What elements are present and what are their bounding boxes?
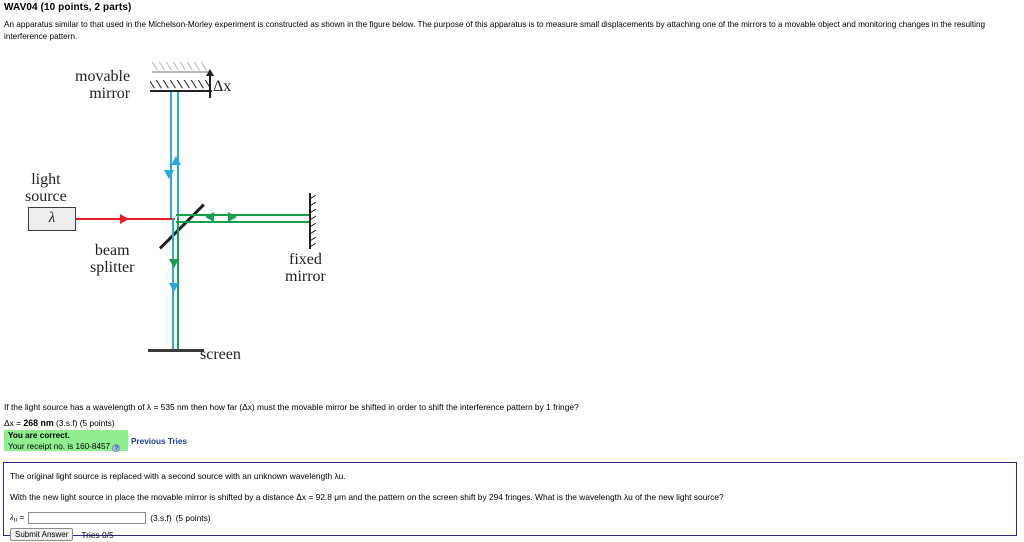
movable-arm-beam-left xyxy=(170,92,172,218)
part1-answer-line: Δx = 268 nm (3.s.f) (5 points) xyxy=(4,418,115,428)
fixed-arm-beam-top xyxy=(176,214,310,216)
displacement-arrow-icon xyxy=(206,69,214,98)
source-beam-arrowhead xyxy=(120,214,129,224)
part1-answer-precision: (3.s.f) xyxy=(55,418,78,428)
output-arrowhead-green xyxy=(169,259,179,268)
help-icon[interactable]: ? xyxy=(112,443,121,452)
movable-mirror-line xyxy=(150,90,212,93)
movable-mirror-ghost-line xyxy=(152,71,210,73)
fixed-arm-arrowhead-left xyxy=(205,212,214,222)
wavelength-symbol: λ xyxy=(48,210,56,226)
beam-splitter-label: beam splitter xyxy=(90,242,134,276)
movable-mirror-ghost-hatching xyxy=(152,62,210,71)
part1-answer-label: Δx = xyxy=(4,418,21,428)
light-source-label-line1: light xyxy=(31,171,61,188)
part2-answer-subscript: u xyxy=(13,517,17,524)
light-source-box: λ xyxy=(28,207,76,231)
fixed-mirror-label-line2: mirror xyxy=(285,268,326,285)
fixed-mirror-label-line1: fixed xyxy=(289,251,322,268)
part1-status-title: You are correct. xyxy=(8,431,70,440)
michelson-interferometer-figure: movable mirror Δx light source λ xyxy=(0,46,400,391)
part2-answer-label: λu = xyxy=(10,512,24,524)
part1-question: If the light source has a wavelength of … xyxy=(4,402,579,412)
output-arrowhead-blue xyxy=(169,283,179,292)
part1-answer-points: (5 points) xyxy=(79,418,115,428)
light-source-label-line2: source xyxy=(25,188,67,205)
part2-submit-row: Submit Answer Tries 0/5 xyxy=(10,528,1010,541)
fixed-mirror-hatching xyxy=(311,193,321,251)
movable-arm-arrowhead-down xyxy=(164,170,174,179)
movable-arm-beam-right xyxy=(177,92,179,218)
problem-intro-text: An apparatus similar to that used in the… xyxy=(4,20,986,41)
previous-tries-link[interactable]: Previous Tries xyxy=(131,437,187,446)
beam-splitter-icon xyxy=(155,201,207,253)
fixed-mirror-line xyxy=(309,193,312,249)
movable-mirror-label: movable mirror xyxy=(75,68,130,102)
screen-bar xyxy=(148,349,204,353)
beam-splitter-label-line1: beam xyxy=(94,242,130,259)
fixed-mirror-label: fixed mirror xyxy=(285,251,326,285)
part2-tries-label: Tries 0/5 xyxy=(81,529,114,540)
part2-answer-precision: (3.s.f) xyxy=(150,513,172,523)
movable-arm-arrowhead-up xyxy=(171,156,181,165)
part2-panel: The original light source is replaced wi… xyxy=(3,462,1017,541)
part2-answer-row: λu = (3.s.f) (5 points) xyxy=(10,512,1010,524)
part2-answer-symbol: λ xyxy=(10,513,14,523)
part2-answer-input[interactable] xyxy=(28,512,147,524)
movable-mirror-label-line1: movable xyxy=(75,68,131,85)
movable-mirror-label-line2: mirror xyxy=(89,85,131,102)
beam-splitter-label-line2: splitter xyxy=(90,259,135,276)
part1-status-badge: You are correct. Your receipt no. is 160… xyxy=(4,430,128,453)
part1-receipt-line: Your receipt no. is 160-8457 ? xyxy=(8,442,125,453)
fixed-arm-beam-bottom xyxy=(176,221,310,223)
submit-answer-button[interactable]: Submit Answer xyxy=(10,528,74,541)
part2-intro-text: The original light source is replaced wi… xyxy=(10,471,346,481)
part2-answer-equals: = xyxy=(19,512,25,523)
part1-receipt-text: Your receipt no. is 160-8457 xyxy=(8,441,111,451)
page-title: WAV04 (10 points, 2 parts) xyxy=(4,2,132,13)
screen-label: screen xyxy=(200,346,241,363)
light-source-label: light source xyxy=(25,171,67,205)
part2-question: With the new light source in place the m… xyxy=(10,492,724,502)
fixed-arm-arrowhead-right xyxy=(228,212,237,222)
displacement-label: Δx xyxy=(213,78,232,95)
part2-answer-points: (5 points) xyxy=(175,513,211,523)
part1-answer-value: 268 nm xyxy=(23,418,54,428)
movable-mirror-hatching xyxy=(150,80,212,90)
